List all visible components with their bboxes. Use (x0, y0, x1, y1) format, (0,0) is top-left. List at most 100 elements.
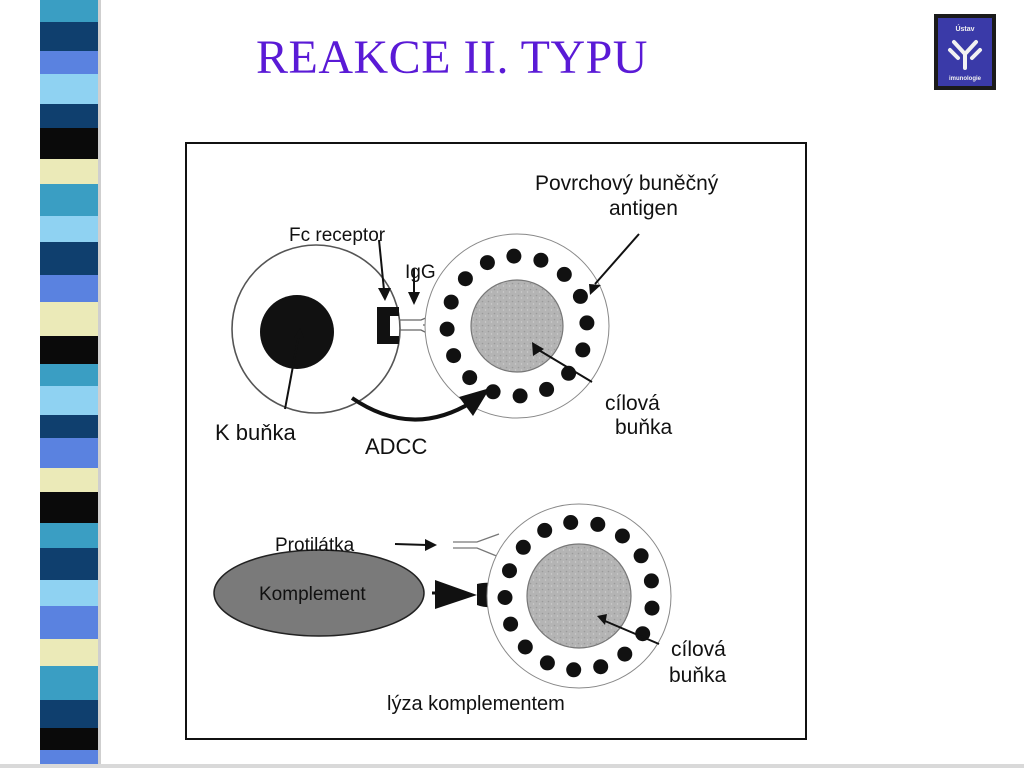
stripe-block (40, 364, 98, 386)
stripe-block (40, 415, 98, 438)
stripe-block (40, 104, 98, 128)
target-label-line2-complement: buňka (669, 664, 727, 687)
stripe-block (40, 700, 98, 728)
surface-antigen-dot (617, 646, 633, 662)
adcc-pointers (284, 233, 640, 410)
surface-antigen-dot (506, 248, 522, 264)
surface-antigen-dot (457, 271, 473, 287)
stripe-edge (98, 0, 101, 768)
surface-antigen-dot (556, 266, 572, 282)
institute-logo: Ústav imunologie (934, 14, 996, 90)
surface-antigen-dot (443, 294, 459, 310)
complement-ellipse (213, 549, 425, 637)
complement-panel: Komplement (213, 503, 727, 715)
surface-antigen-dot (479, 255, 495, 271)
stripe-block (40, 0, 98, 22)
complement-label: Komplement (259, 584, 366, 605)
igg-label: IgG (405, 262, 436, 283)
surface-antigen-dot (462, 370, 478, 386)
stripe-block (40, 750, 98, 768)
logo-text-top: Ústav (955, 24, 974, 33)
decorative-stripe (40, 0, 101, 768)
target-cell-nucleus (470, 279, 564, 373)
surface-antigen-dot (517, 639, 533, 655)
protilatka-label: Protilátka (275, 535, 355, 556)
surface-antigen-dot (614, 528, 630, 544)
stripe-block (40, 216, 98, 242)
stripe-block (40, 74, 98, 104)
surface-antigen-dot (539, 655, 555, 671)
surface-antigen-dot (512, 388, 528, 404)
target-cell-adcc (424, 233, 610, 419)
stripe-block (40, 639, 98, 666)
stripe-block (40, 523, 98, 548)
stripe-block (40, 438, 98, 468)
complement-pointers (394, 543, 660, 645)
stripe-block (40, 728, 98, 750)
fc-receptor-label: Fc receptor (289, 225, 386, 246)
stripe-block (40, 242, 98, 275)
surface-antigen-dot (497, 590, 513, 605)
k-cell-nucleus (260, 295, 334, 369)
adcc-arrowheads (294, 284, 601, 356)
stripe-block (40, 666, 98, 700)
stripe-block (40, 184, 98, 216)
diagram-canvas: Fc receptor IgG Povrchový buněčný antige… (213, 172, 727, 715)
logo-field: Ústav imunologie (938, 18, 992, 86)
antigen-label-line1: Povrchový buněčný (535, 172, 719, 195)
surface-antigen-dot (566, 662, 582, 678)
logo-text-bottom: imunologie (949, 76, 982, 82)
surface-antigen-dot (503, 616, 519, 632)
antibody-emblem-icon: Ústav imunologie (948, 24, 982, 82)
k-cell-label: K buňka (215, 420, 296, 445)
surface-antigen-dot (502, 563, 517, 579)
lyza-caption: lýza komplementem (387, 693, 565, 715)
bottom-rule (0, 764, 1024, 768)
stripe-block (40, 51, 98, 74)
surface-antigen-dot (593, 659, 609, 675)
complement-arrowheads (425, 539, 607, 625)
adcc-label: ADCC (365, 434, 427, 459)
stripe-block (40, 22, 98, 51)
surface-antigen-dot (633, 548, 649, 564)
immunology-diagram: Fc receptor IgG Povrchový buněčný antige… (185, 142, 807, 740)
slide-title: REAKCE II. TYPU (256, 31, 648, 84)
surface-antigen-dot (643, 573, 659, 589)
target-label-line1-complement: cílová (671, 638, 726, 661)
surface-antigen-dot (590, 516, 606, 532)
antigen-label-line2: antigen (609, 197, 678, 220)
stripe-block (40, 468, 98, 492)
k-cell (231, 244, 401, 414)
stripe-block (40, 548, 98, 580)
stripe-block (40, 128, 98, 159)
surface-antigen-dot (439, 321, 455, 337)
surface-antigen-dot (644, 600, 660, 616)
stripe-block (40, 275, 98, 302)
complement-arrowhead-icon (435, 580, 477, 609)
surface-antigen-dot (572, 288, 588, 304)
surface-antigen-dot (485, 384, 501, 400)
surface-antigen-dot (635, 626, 651, 642)
stripe-block (40, 159, 98, 184)
target-label-line2-adcc: buňka (615, 416, 673, 439)
stripe-block (40, 336, 98, 364)
stripe-block (40, 492, 98, 523)
stripe-block (40, 386, 98, 415)
target-cell-complement-nucleus (526, 543, 632, 649)
adcc-panel: Fc receptor IgG Povrchový buněčný antige… (215, 172, 719, 459)
fc-receptor-shape (377, 307, 399, 344)
protilatka-antibody (453, 533, 500, 558)
surface-antigen-dot (515, 539, 531, 555)
stripe-block (40, 606, 98, 639)
surface-antigen-dot (575, 342, 591, 358)
surface-antigen-dot (579, 315, 595, 331)
target-cell-complement (486, 503, 672, 689)
surface-antigen-dot (537, 522, 553, 538)
stripe-block (40, 302, 98, 336)
surface-antigen-dot (539, 381, 555, 397)
adcc-arrowhead-icon (459, 388, 490, 416)
surface-antigen-dot (533, 252, 549, 268)
adcc-curved-arrow (350, 396, 474, 422)
surface-antigen-dot (446, 348, 462, 364)
target-label-line1-adcc: cílová (605, 392, 660, 415)
